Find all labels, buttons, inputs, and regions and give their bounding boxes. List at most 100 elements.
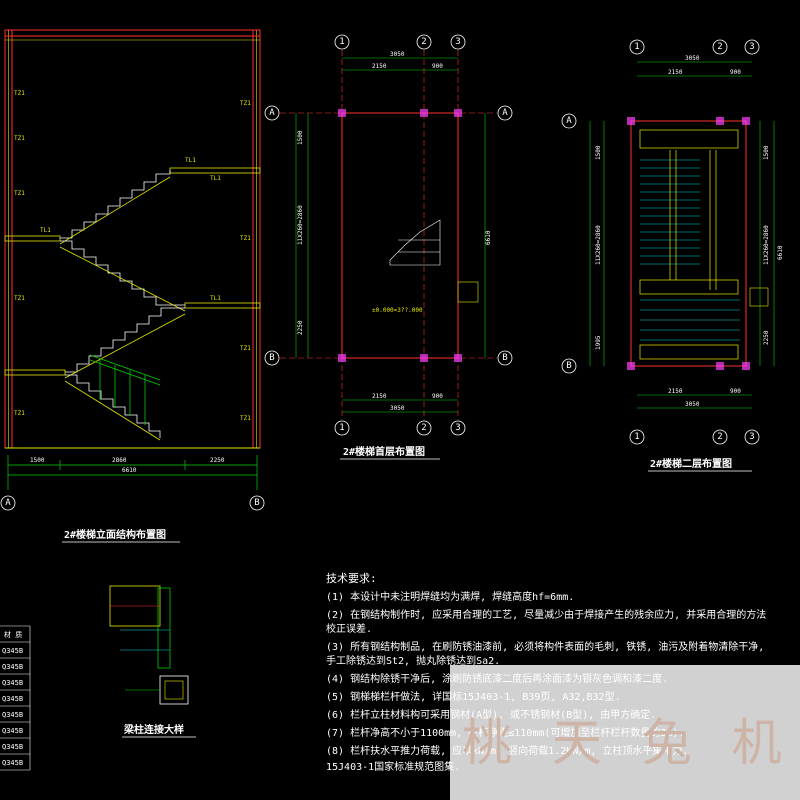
plan2-axis-3-bottom: 3 bbox=[744, 429, 760, 445]
svg-text:A: A bbox=[5, 498, 11, 508]
notes-heading: 技术要求: bbox=[326, 572, 377, 585]
plan1-dim-bottom-2: 2150 bbox=[372, 393, 387, 400]
plan1-drawing: 1 2 3 1 2 3 A B A B ±0.000=3??.000 bbox=[264, 34, 513, 460]
plan1-axis-a: A bbox=[264, 105, 280, 121]
plan2-dim-right-2: 11X260=2860 bbox=[763, 225, 770, 265]
plan2-stair-treads bbox=[640, 159, 740, 341]
plan2-dim-bottom-total: 3050 bbox=[685, 401, 700, 408]
plan2-dim-top-1: 2150 bbox=[668, 69, 683, 76]
plan1-dim-left-2: 11X260=2860 bbox=[297, 205, 304, 245]
plan2-axis-1: 1 bbox=[629, 39, 645, 55]
svg-text:3: 3 bbox=[749, 432, 754, 442]
member-label: TZ1 bbox=[14, 410, 25, 417]
elevation-dim-total: 6610 bbox=[122, 467, 137, 474]
table-cell: Q345B bbox=[2, 743, 23, 751]
landing-mid-right bbox=[184, 302, 261, 309]
note-line: 手工除锈达到St2, 抛丸除锈达到Sa2. bbox=[326, 654, 500, 667]
railing-lower bbox=[89, 354, 161, 425]
plan1-dim-top-2: 900 bbox=[432, 63, 443, 70]
svg-text:2: 2 bbox=[421, 423, 426, 433]
plan2-dim-bottom-2: 900 bbox=[730, 388, 741, 395]
svg-text:3: 3 bbox=[455, 423, 460, 433]
member-label: TZ1 bbox=[14, 90, 25, 97]
material-table: 材 质 Q345B Q345B Q345B Q345B Q345B Q345B … bbox=[0, 625, 31, 771]
plan2-dim-right-1: 1500 bbox=[763, 145, 770, 160]
svg-text:A: A bbox=[269, 108, 275, 118]
note-line: 校正误差. bbox=[326, 622, 372, 635]
plan1-dim-right: 6610 bbox=[485, 230, 492, 245]
svg-text:1: 1 bbox=[339, 37, 344, 47]
plan2-axis-a: A bbox=[561, 113, 577, 129]
stair-flight-3 bbox=[65, 307, 185, 373]
watermark: 桃 天 兔 机 bbox=[450, 665, 800, 800]
plan2-dim-top-total: 3050 bbox=[685, 55, 700, 62]
plan2-columns bbox=[627, 117, 750, 370]
plan1-axis-2: 2 bbox=[416, 34, 432, 50]
note-line: 15J403-1国家标准规范图集. bbox=[326, 760, 460, 773]
plan1-axis-b: B bbox=[264, 350, 280, 366]
svg-text:1: 1 bbox=[634, 432, 639, 442]
stair-flight-2 bbox=[60, 240, 185, 306]
plan1-dim-top-total: 3050 bbox=[390, 51, 405, 58]
member-label: TL1 bbox=[210, 295, 221, 302]
plan1-axis-a-right: A bbox=[497, 105, 513, 121]
plan2-axis-2: 2 bbox=[712, 39, 728, 55]
svg-text:B: B bbox=[502, 353, 507, 363]
plan1-dim-left-3: 2250 bbox=[297, 320, 304, 335]
watermark-text: 桃 天 兔 机 bbox=[462, 714, 794, 772]
member-label: TZ1 bbox=[14, 295, 25, 302]
table-cell: Q345B bbox=[2, 647, 23, 655]
plan2-drawing: 1 2 3 1 2 3 A B bbox=[561, 39, 784, 472]
svg-text:A: A bbox=[502, 108, 508, 118]
plan1-axis-3-bottom: 3 bbox=[450, 420, 466, 436]
svg-text:1: 1 bbox=[634, 42, 639, 52]
detail-drawing: 梁柱连接大样 bbox=[109, 585, 196, 738]
elevation-dimension-lines bbox=[7, 455, 258, 490]
plan1-axis-3: 3 bbox=[450, 34, 466, 50]
elevation-drawing: 1500 2860 2250 6610 A B TL1 TL1 TL1 TL1 … bbox=[0, 29, 265, 543]
svg-text:2: 2 bbox=[717, 432, 722, 442]
plan2-axis-2-bottom: 2 bbox=[712, 429, 728, 445]
plan2-beam-outline bbox=[630, 120, 747, 367]
plan2-axis-b: B bbox=[561, 358, 577, 374]
member-label: TZ1 bbox=[14, 135, 25, 142]
elevation-axis-b: B bbox=[249, 495, 265, 511]
note-line: (3) 所有钢结构制品, 在刷防锈油漆前, 必须将构件表面的毛刺, 铁锈, 油污… bbox=[326, 640, 764, 653]
member-label: TZ1 bbox=[240, 415, 251, 422]
plan2-dim-left-3: 1995 bbox=[595, 335, 602, 350]
table-cell: Q345B bbox=[2, 679, 23, 687]
landing-mid-left bbox=[4, 235, 61, 242]
plan1-dim-top-1: 2150 bbox=[372, 63, 387, 70]
table-cell: Q345B bbox=[2, 663, 23, 671]
table-cell: Q345B bbox=[2, 711, 23, 719]
member-label: TZ1 bbox=[14, 190, 25, 197]
note-line: (2) 在钢结构制作时, 应采用合理的工艺, 尽量减少由于焊接产生的残余应力, … bbox=[326, 608, 766, 621]
detail-title: 梁柱连接大样 bbox=[123, 723, 184, 736]
elevation-dim-2: 2860 bbox=[112, 457, 127, 464]
table-header: 材 质 bbox=[4, 630, 22, 639]
plan1-beam-outline bbox=[341, 112, 459, 359]
plan2-dim-left-2: 11X260=2860 bbox=[595, 225, 602, 265]
plan1-dim-bottom-1: 900 bbox=[432, 393, 443, 400]
svg-text:B: B bbox=[254, 498, 259, 508]
svg-text:A: A bbox=[566, 116, 572, 126]
member-label: TZ1 bbox=[240, 100, 251, 107]
plan1-elevation-label: ±0.000=3??.000 bbox=[372, 307, 423, 314]
plan1-title: 2#楼梯首层布置图 bbox=[343, 445, 425, 458]
note-line: (1) 本设计中未注明焊缝均为满焊, 焊缝高度hf=6mm. bbox=[326, 590, 574, 603]
svg-text:B: B bbox=[269, 353, 274, 363]
member-label: TZ1 bbox=[240, 345, 251, 352]
table-cell: Q345B bbox=[2, 727, 23, 735]
plan2-title: 2#楼梯二层布置图 bbox=[650, 457, 732, 470]
plan2-dim-right-total: 6610 bbox=[777, 245, 784, 260]
plan1-axis-2-bottom: 2 bbox=[416, 420, 432, 436]
elevation-dim-3: 2250 bbox=[210, 457, 225, 464]
plan2-dim-top-2: 900 bbox=[730, 69, 741, 76]
plan2-dim-right-3: 2250 bbox=[763, 330, 770, 345]
member-label: TZ1 bbox=[240, 235, 251, 242]
svg-text:3: 3 bbox=[455, 37, 460, 47]
plan2-axis-1-bottom: 1 bbox=[629, 429, 645, 445]
member-label: TL1 bbox=[185, 157, 196, 164]
plan2-dim-left-1: 1500 bbox=[595, 145, 602, 160]
